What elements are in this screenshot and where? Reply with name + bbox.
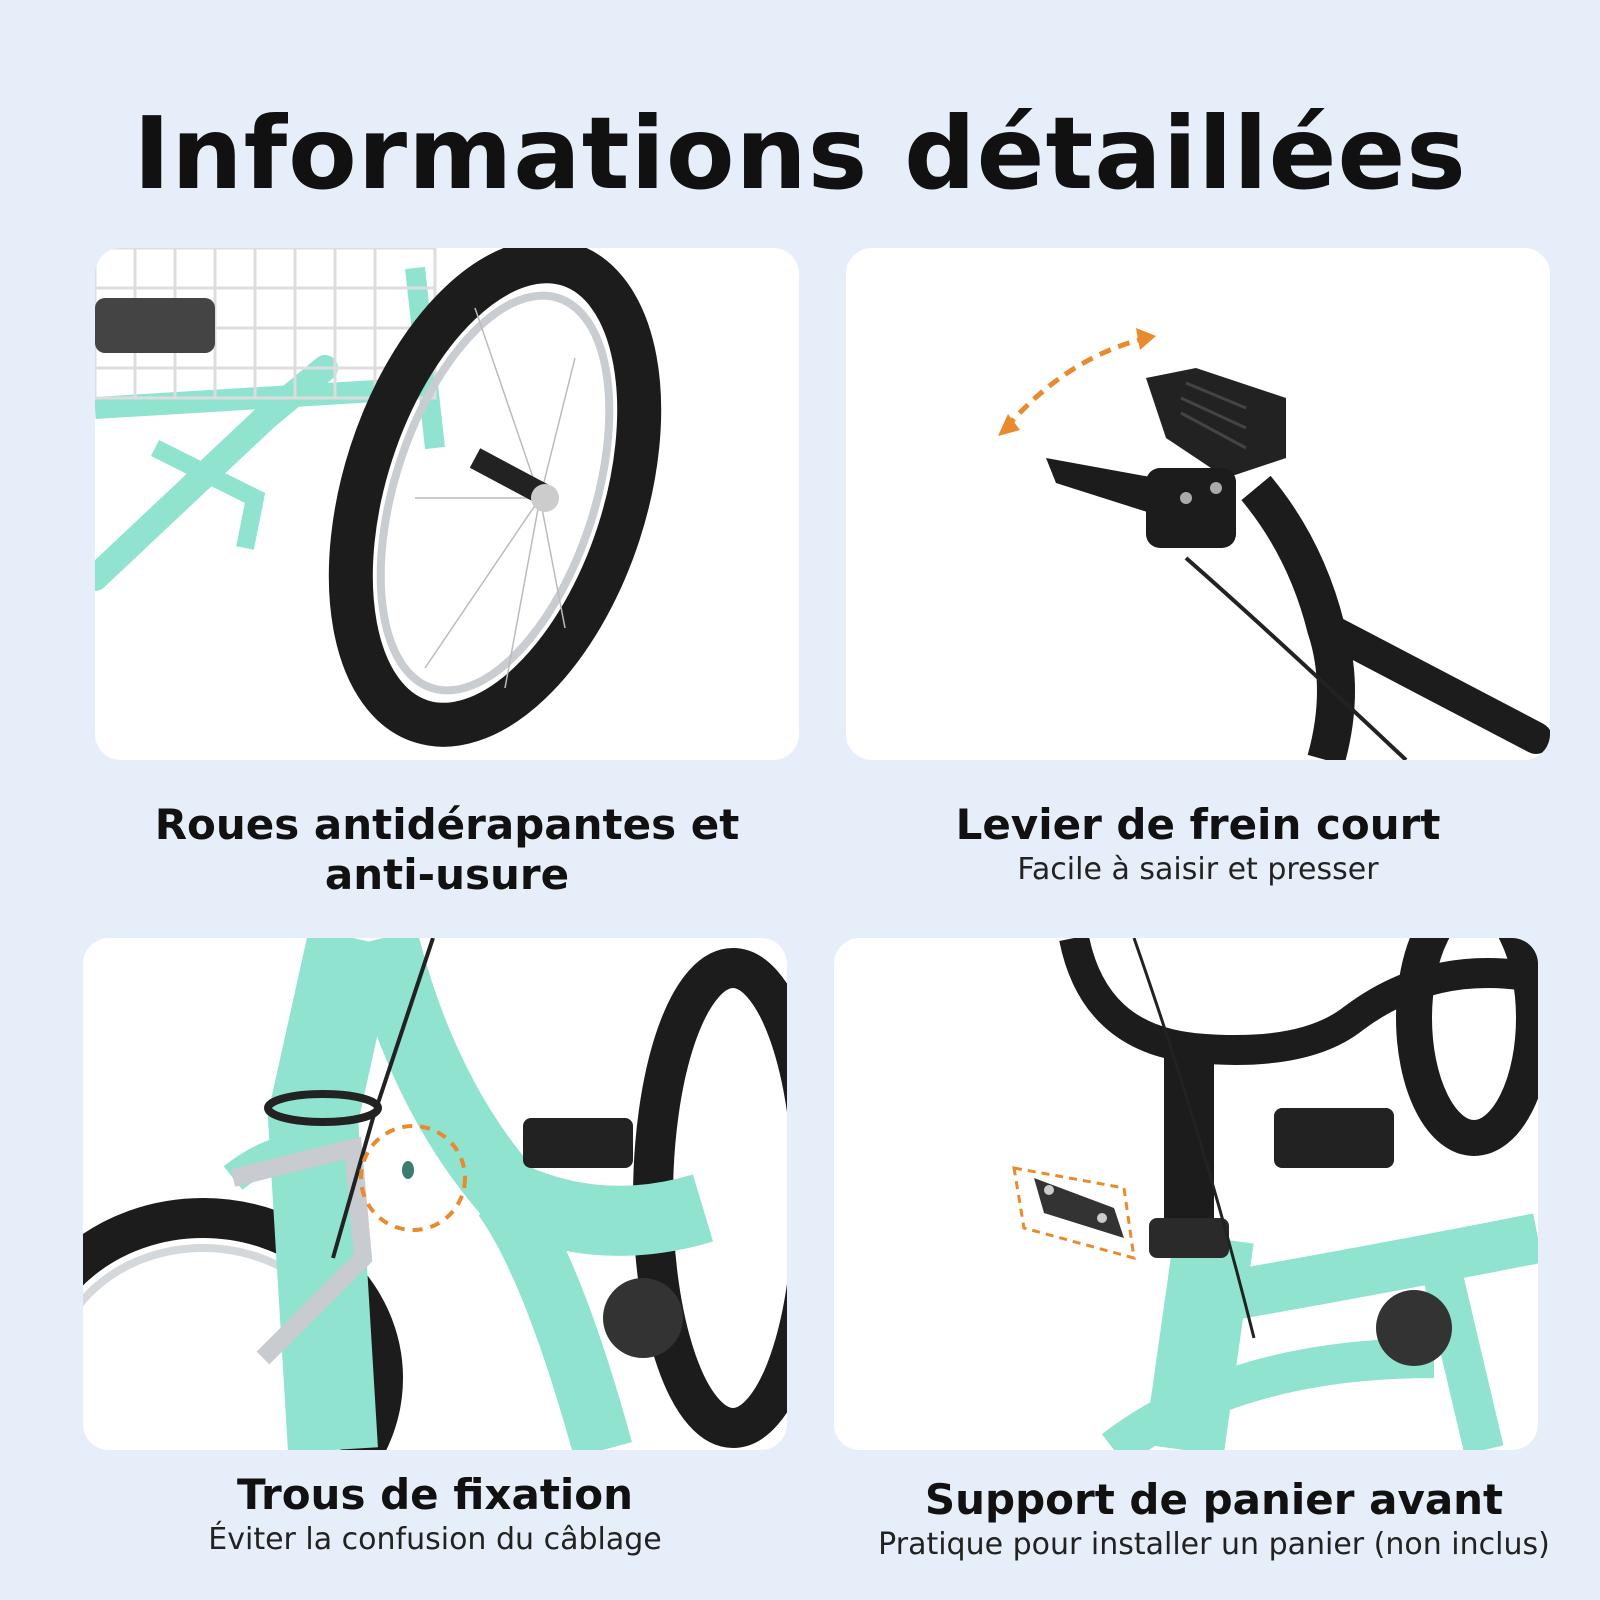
caption-subtitle: Facile à saisir et presser — [1017, 852, 1379, 887]
photo-basket-support — [834, 938, 1538, 1450]
page-title: Informations détaillées — [133, 95, 1467, 212]
photo-wheel — [95, 248, 799, 760]
caption-fixation: Trous de fixation Éviter la confusion du… — [83, 1470, 787, 1560]
photo-fixation-holes — [83, 938, 787, 1450]
caption-title: Trous de fixation — [236, 1470, 634, 1519]
photo-brake-lever — [846, 248, 1550, 760]
caption-brake: Levier de frein court Facile à saisir et… — [846, 800, 1550, 890]
caption-title: Roues antidérapantes et anti-usure — [154, 800, 740, 899]
caption-basket-support: Support de panier avant Pratique pour in… — [834, 1475, 1594, 1565]
caption-subtitle: Éviter la confusion du câblage — [208, 1522, 662, 1557]
caption-title: Levier de frein court — [955, 800, 1441, 849]
caption-subtitle: Pratique pour installer un panier (non i… — [878, 1527, 1550, 1562]
caption-title: Support de panier avant — [924, 1475, 1504, 1524]
caption-wheels: Roues antidérapantes et anti-usure — [95, 800, 799, 900]
